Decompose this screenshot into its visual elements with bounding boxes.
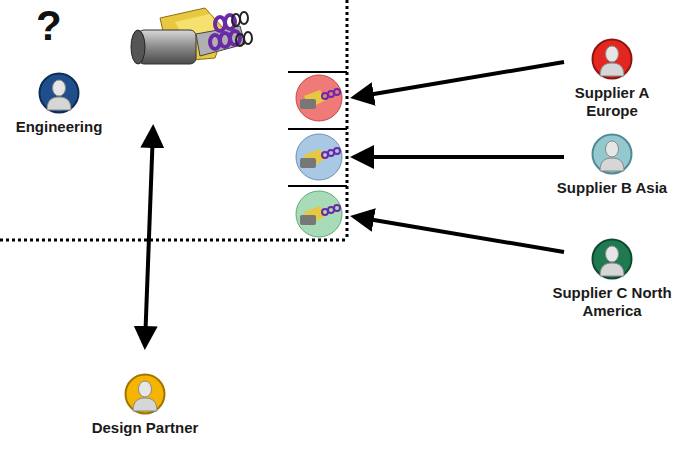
boundary-line — [0, 239, 347, 242]
supply-arrow — [356, 155, 564, 159]
part-icon — [296, 134, 342, 180]
person-icon — [38, 72, 80, 114]
person-icon — [591, 38, 633, 80]
motor-illustration — [131, 8, 252, 64]
person-icon — [591, 133, 633, 175]
boundary-line — [346, 0, 349, 240]
person-label: Supplier C North America — [543, 284, 681, 320]
person-icon — [124, 373, 166, 415]
person-label: Engineering — [4, 118, 114, 136]
person-icon — [591, 238, 633, 280]
person-node: Supplier A Europe — [548, 38, 676, 120]
shelf-line — [288, 185, 347, 187]
collaboration-arrow — [145, 130, 153, 344]
person-node: Design Partner — [70, 373, 220, 437]
person-node: Engineering — [4, 72, 114, 136]
supply-arrow — [356, 62, 564, 97]
shelf-line — [288, 71, 347, 73]
part-icon — [296, 75, 342, 121]
supply-arrow — [356, 217, 564, 252]
person-label: Supplier A Europe — [548, 84, 676, 120]
person-node: Supplier B Asia — [552, 133, 672, 197]
person-label: Design Partner — [70, 419, 220, 437]
shelf-line — [288, 128, 347, 130]
question-mark: ? — [36, 4, 62, 48]
person-label: Supplier B Asia — [552, 179, 672, 197]
person-node: Supplier C North America — [543, 238, 681, 320]
part-icon — [296, 191, 342, 237]
